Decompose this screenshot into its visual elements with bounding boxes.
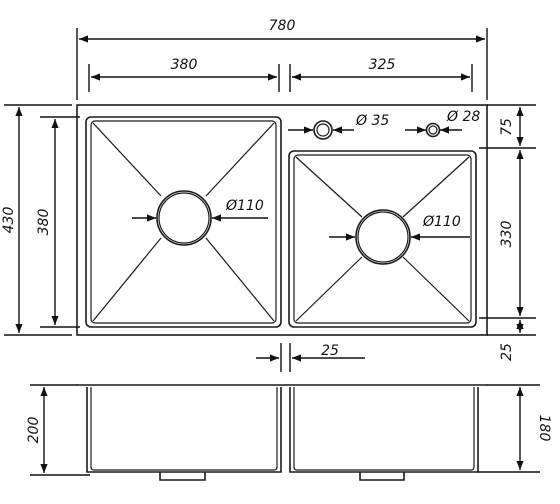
dim-right-bowl-width: 325 bbox=[369, 57, 396, 73]
sink-outer-outline bbox=[76, 104, 488, 336]
label-right-drain: Ø110 bbox=[422, 214, 461, 230]
dimension-lines bbox=[4, 28, 540, 476]
dim-bottom-margin: 25 bbox=[499, 343, 515, 361]
right-drain-stub bbox=[359, 472, 405, 481]
left-drain-stub bbox=[159, 472, 206, 481]
dimension-labels: 780 380 325 430 380 75 330 25 25 200 180… bbox=[1, 18, 552, 443]
top-view bbox=[76, 104, 488, 336]
left-drain-hole bbox=[156, 190, 212, 246]
label-left-drain: Ø110 bbox=[225, 198, 264, 214]
right-bowl-profile bbox=[289, 387, 479, 473]
tap-hole-35 bbox=[313, 120, 333, 140]
dim-left-bowl-width: 380 bbox=[171, 57, 198, 73]
tap-hole-28 bbox=[425, 122, 441, 138]
dim-total-width: 780 bbox=[269, 18, 296, 34]
dim-right-bowl-height: 180 bbox=[536, 415, 552, 442]
dim-right-bowl-depth: 330 bbox=[499, 221, 515, 248]
label-hole-28: Ø 28 bbox=[446, 109, 480, 125]
dim-left-bowl-depth: 380 bbox=[36, 209, 52, 236]
right-bowl bbox=[288, 150, 477, 328]
dim-total-depth: 430 bbox=[1, 207, 17, 234]
side-view bbox=[77, 384, 487, 481]
right-drain-hole bbox=[355, 209, 411, 265]
label-hole-35: Ø 35 bbox=[355, 113, 389, 129]
left-bowl-profile bbox=[86, 387, 282, 473]
dim-top-margin: 75 bbox=[499, 118, 515, 136]
dim-left-bowl-height: 200 bbox=[26, 417, 42, 444]
dim-bowl-gap: 25 bbox=[321, 343, 339, 359]
left-bowl bbox=[85, 116, 282, 328]
